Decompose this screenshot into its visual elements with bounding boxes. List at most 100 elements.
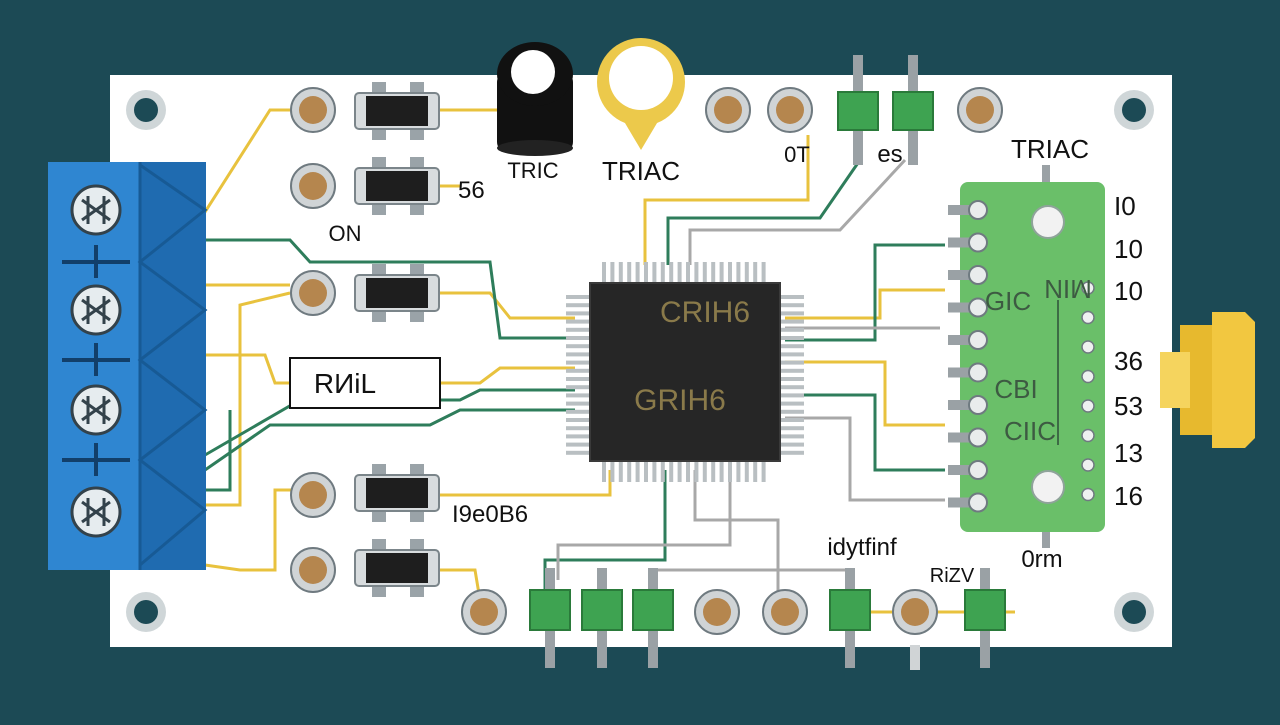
chip-pin <box>780 344 804 349</box>
chip-pin <box>780 450 804 455</box>
chip-pin <box>736 461 741 482</box>
label-idytfinf: idytfinf <box>827 534 897 561</box>
terminal-screw <box>70 486 122 538</box>
label-orm: 0rm <box>1021 546 1062 573</box>
header-number: 13 <box>1114 438 1143 468</box>
header-number: 53 <box>1114 391 1143 421</box>
module-label-min: MIN <box>1044 274 1092 304</box>
module-dot <box>1081 428 1095 443</box>
label-es: es <box>877 141 902 168</box>
smd-resistor <box>354 464 440 522</box>
chip-pin <box>618 461 623 482</box>
chip-pin <box>702 262 707 283</box>
smd-resistor <box>354 157 440 215</box>
chip-pin <box>566 401 590 406</box>
smd-resistor <box>354 82 440 140</box>
chip-pin <box>780 368 804 373</box>
module-pin <box>948 497 974 508</box>
label-on: ON <box>329 221 362 246</box>
chip-pin <box>644 461 648 482</box>
chip-pin <box>780 442 804 447</box>
trace-yellow <box>435 470 612 497</box>
mounting-hole <box>134 98 158 122</box>
label-triac-right: TRIAC <box>1011 134 1089 164</box>
trace-green <box>666 159 862 265</box>
copper-pad <box>762 589 808 635</box>
chip-pins <box>566 262 804 482</box>
chip-pin <box>780 295 804 299</box>
module-dot <box>1081 458 1095 472</box>
trace-gray <box>693 470 780 600</box>
module-pins <box>948 200 988 513</box>
chip-pin <box>719 461 724 482</box>
chip-pin <box>780 418 804 422</box>
copper-pad <box>957 87 1003 133</box>
electrolytic-capacitor <box>497 42 573 156</box>
rail-label-box <box>289 357 441 409</box>
module-pin <box>948 465 974 475</box>
label-rizv: RiZV <box>930 565 975 587</box>
chip-pin <box>677 262 682 283</box>
module-pin-pad <box>968 427 988 448</box>
header-number: 10 <box>1114 276 1143 306</box>
trace-yellow <box>440 366 575 385</box>
header-number: 36 <box>1114 346 1143 376</box>
terminal-screw <box>70 284 122 336</box>
module-pin-pad <box>968 492 988 513</box>
top-pin-headers <box>837 55 934 165</box>
module-pin <box>948 237 974 248</box>
trace-yellow <box>785 288 945 320</box>
chip-marking-line2: GRIH6 <box>634 384 726 417</box>
pin-header <box>632 568 674 668</box>
chip-pin <box>728 461 732 482</box>
mounting-hole <box>134 600 158 624</box>
chip-pin <box>660 262 665 283</box>
chip-body <box>589 282 781 462</box>
chip-pin <box>566 336 590 340</box>
mounting-hole <box>1122 600 1146 624</box>
chip-pin <box>566 327 590 332</box>
mounting-hole <box>1122 98 1146 122</box>
module-label-gic: GIC <box>985 286 1031 316</box>
yellow-ring-component <box>597 38 685 150</box>
copper-pad <box>892 589 938 635</box>
chip-pin <box>686 461 690 482</box>
chip-pin <box>566 295 590 299</box>
chip-pin <box>753 461 758 482</box>
chip-pin <box>736 262 741 283</box>
module-pin <box>948 367 974 378</box>
chip-pin <box>744 262 749 283</box>
chip-pin <box>694 262 699 283</box>
header-number: 16 <box>1114 481 1143 511</box>
label-ot: 0T <box>784 142 810 167</box>
copper-pad <box>290 270 336 316</box>
chip-pin <box>780 401 804 406</box>
module-dot <box>1081 310 1095 325</box>
chip-pin <box>761 262 766 283</box>
module-pin-pad <box>968 362 988 383</box>
chip-pin <box>669 262 674 283</box>
chip-pin <box>566 303 590 308</box>
yellow-edge-connector <box>1160 312 1255 448</box>
chip-pin <box>602 262 606 283</box>
module-pin <box>948 335 974 345</box>
chip-pin <box>566 450 590 455</box>
copper-pads <box>290 87 1003 635</box>
chip-pin <box>780 377 804 381</box>
copper-pad <box>290 547 336 593</box>
chip-pin <box>566 352 590 357</box>
chip-pin <box>566 319 590 324</box>
chip-pin <box>753 262 758 283</box>
chip-pin <box>677 461 682 482</box>
chip-pin <box>566 426 590 431</box>
header-number: I0 <box>1114 191 1136 221</box>
bottom-pin-headers <box>529 568 1006 670</box>
copper-pad <box>290 472 336 518</box>
label-triac-top: TRIAC <box>602 156 680 186</box>
module-dot <box>1081 281 1095 295</box>
chip-pin <box>744 461 749 482</box>
module-pin-pad <box>968 200 988 220</box>
terminal-separators <box>62 245 130 476</box>
trace-green <box>205 410 232 492</box>
